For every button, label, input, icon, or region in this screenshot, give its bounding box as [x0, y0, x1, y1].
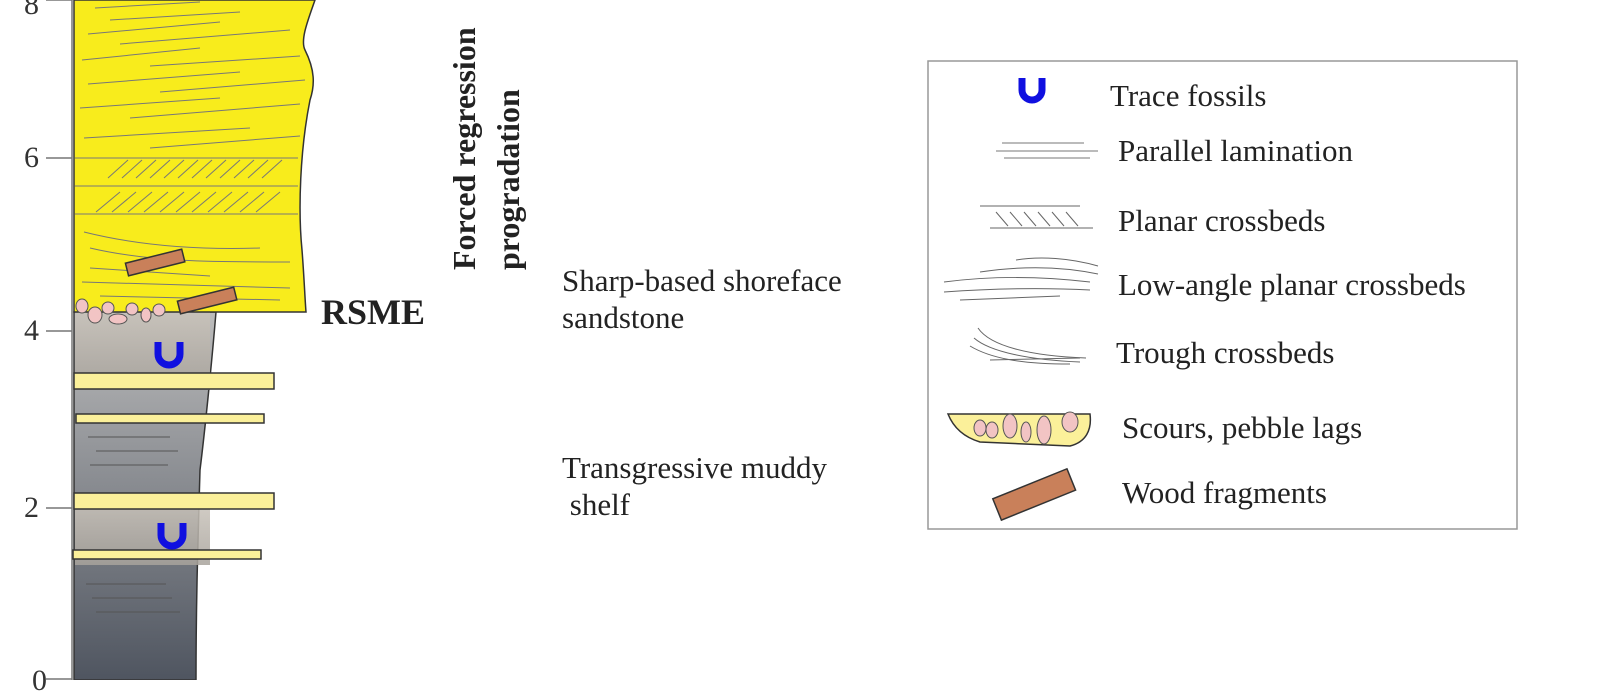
- legend-box: [927, 60, 1518, 530]
- sand-bed-2: [75, 413, 265, 424]
- low-angle-crossbeds-icon: [943, 257, 1099, 301]
- trace-fossil-icon: [154, 342, 184, 369]
- pebble-lag: [75, 298, 166, 325]
- legend-label-pebble-lags: Scours, pebble lags: [1122, 410, 1363, 445]
- sand-bed-4: [72, 549, 262, 560]
- stratigraphic-diagram: [46, 0, 1518, 680]
- sand-bed-1: [73, 372, 275, 390]
- legend-label-low-angle-crossbeds: Low-angle planar crossbeds: [1118, 267, 1466, 302]
- legend-label-trace-fossils: Trace fossils: [1110, 78, 1267, 113]
- shoreface-sandstone-interval: [73, 0, 316, 313]
- legend-label-planar-crossbeds: Planar crossbeds: [1118, 203, 1326, 238]
- rsme-label: RSME: [321, 292, 426, 332]
- parallel-lamination-icon: [996, 142, 1098, 159]
- mud-laminations: [86, 436, 180, 613]
- axis-label-0: 0: [32, 664, 47, 697]
- sandstone-crossbedding: [75, 1, 306, 301]
- axis-label-4: 4: [24, 314, 39, 347]
- shoreface-sandstone-label: Sharp-based shoreface sandstone: [562, 263, 842, 335]
- axis-label-8: 8: [24, 0, 39, 21]
- legend-label-wood-fragments: Wood fragments: [1122, 475, 1327, 510]
- forced-regression-label: Forced regression: [446, 27, 482, 270]
- wood-fragment-icon: [176, 286, 238, 315]
- planar-crossbeds-icon: [980, 205, 1093, 229]
- progradation-label: progradation: [490, 89, 526, 270]
- wood-fragment-icon: [124, 248, 186, 277]
- legend-label-parallel-lamination: Parallel lamination: [1118, 133, 1354, 168]
- transgressive-shelf-label: Transgressive muddy shelf: [562, 450, 827, 522]
- pebble-lag-icon: [946, 411, 1092, 447]
- trace-fossil-icon: [1018, 78, 1046, 104]
- sand-bed-3: [73, 492, 275, 510]
- axis-label-6: 6: [24, 141, 39, 174]
- axis-label-2: 2: [24, 491, 39, 524]
- trace-fossil-icon: [157, 523, 187, 550]
- trough-crossbeds-icon: [969, 327, 1087, 365]
- legend-label-trough-crossbeds: Trough crossbeds: [1116, 335, 1335, 370]
- wood-fragment-icon: [991, 467, 1077, 522]
